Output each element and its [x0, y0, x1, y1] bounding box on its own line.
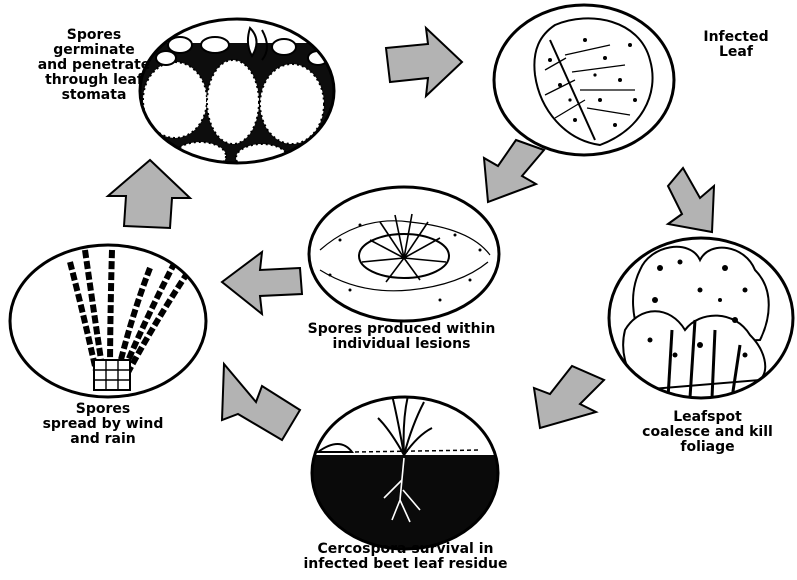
- diseased-foliage-illustration: [609, 238, 793, 398]
- arrow-survival-to-spread: [222, 364, 300, 440]
- arrow-produced-to-spread: [222, 252, 302, 314]
- arrow-infected-to-produced: [484, 140, 544, 202]
- leaf-residue-illustration: [305, 388, 505, 555]
- infected-leaf-illustration: [494, 5, 674, 155]
- spore-chains-illustration: [10, 245, 206, 397]
- arrow-infected-to-leafspot: [668, 168, 714, 232]
- arrow-stomata-to-infected: [386, 28, 462, 96]
- lesion-illustration: [309, 187, 499, 321]
- arrow-leafspot-to-survival: [534, 366, 604, 428]
- arrow-spread-to-stomata: [108, 160, 190, 228]
- stomata-illustration: [130, 15, 345, 175]
